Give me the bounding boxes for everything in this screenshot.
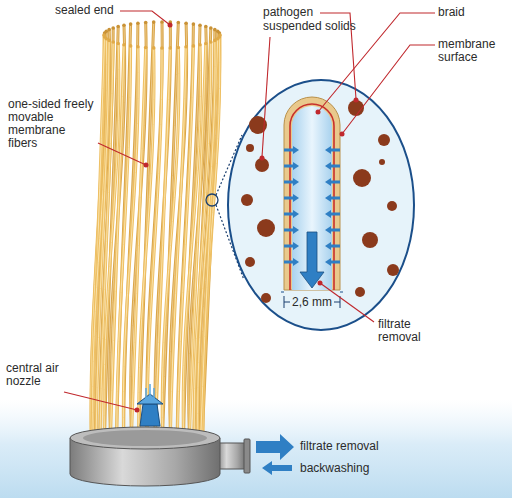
sealed-fiber-end [198, 23, 202, 27]
sealed-fiber-end [111, 40, 115, 44]
sealed-fiber-end [144, 21, 148, 25]
sealed-fiber-end [169, 46, 173, 50]
sealed-fiber-end [213, 39, 217, 43]
water-wash [0, 400, 512, 498]
sealed-fiber-end [204, 42, 208, 46]
flow-arrow [284, 258, 299, 266]
dimension-line [284, 296, 340, 308]
part-label: pathogen [263, 6, 319, 19]
flow-arrow [284, 178, 299, 186]
flow-arrow [284, 162, 299, 170]
part-label: one-sided freely movable membrane fibers [8, 98, 96, 150]
flow-arrow [325, 258, 340, 266]
part-label: central air nozzle [6, 362, 68, 388]
part-label: filtrate removal [378, 318, 440, 344]
fiber-highlight [123, 47, 138, 444]
flow-arrow [325, 146, 340, 154]
sealed-fiber-end [198, 43, 202, 47]
membrane-fiber [123, 47, 138, 444]
air-nozzle [137, 384, 163, 426]
fiber-highlight [162, 48, 179, 444]
sealed-fiber-end [111, 26, 115, 30]
sealed-fiber-end [184, 21, 188, 25]
flow-arrow [325, 226, 340, 234]
sealed-fiber-end [152, 46, 156, 50]
flow-arrow [325, 210, 340, 218]
flow-arrow [325, 242, 340, 250]
sealed-fiber-end [136, 45, 140, 49]
base-housing [70, 427, 250, 486]
filtrate-flow-arrow [300, 232, 324, 288]
particles [241, 100, 399, 303]
sealed-fiber-end [204, 25, 208, 29]
sealed-fiber-end [192, 44, 196, 48]
leader-dots [135, 23, 359, 413]
sealed-fiber-end [160, 20, 164, 24]
part-label: sealed end [55, 4, 119, 17]
part-label: membrane surface [438, 38, 504, 64]
part-label: braid [438, 6, 498, 19]
sealed-fiber-end [209, 40, 213, 44]
sealed-fiber-end [144, 46, 148, 50]
sealed-fiber-end [177, 46, 181, 50]
membrane-fibers [91, 20, 222, 444]
flow-arrow [284, 226, 299, 234]
sealed-fiber-end [129, 44, 133, 48]
fiber-highlight [147, 48, 162, 444]
membrane-fiber [147, 48, 162, 444]
sealed-fiber-end [122, 43, 126, 47]
flow-arrow [325, 194, 340, 202]
part-label: suspended solids [263, 20, 373, 33]
flow-label: backwashing [300, 462, 440, 475]
sealed-fiber-end [192, 22, 196, 26]
leader-lines [64, 11, 435, 410]
fiber-section [281, 97, 343, 292]
flow-arrow [325, 178, 340, 186]
flow-arrow [284, 242, 299, 250]
flow-arrow [284, 146, 299, 154]
flow-label: filtrate removal [300, 440, 440, 453]
flow-arrow [284, 194, 299, 202]
sealed-fiber-end [152, 20, 156, 24]
sealed-fiber-end [129, 22, 133, 26]
zoom-inset [228, 80, 414, 330]
sealed-fiber-end [160, 46, 164, 50]
membrane-fiber [162, 48, 179, 444]
dimension-label: 2,6 mm [290, 296, 334, 309]
zoom-marker [206, 194, 218, 206]
sealed-fiber-end [136, 21, 140, 25]
filtrate-arrow [256, 434, 294, 460]
sealed-fiber-end [184, 45, 188, 49]
flow-arrow [284, 210, 299, 218]
flow-arrow [325, 162, 340, 170]
sealed-fiber-end [116, 25, 120, 29]
sealed-fiber-end [107, 39, 111, 43]
sealed-fiber-end [177, 21, 181, 25]
sealed-fiber-end [116, 42, 120, 46]
backwash-arrow [262, 461, 292, 475]
sealed-fiber-end [209, 26, 213, 30]
sealed-fiber-end [122, 23, 126, 27]
